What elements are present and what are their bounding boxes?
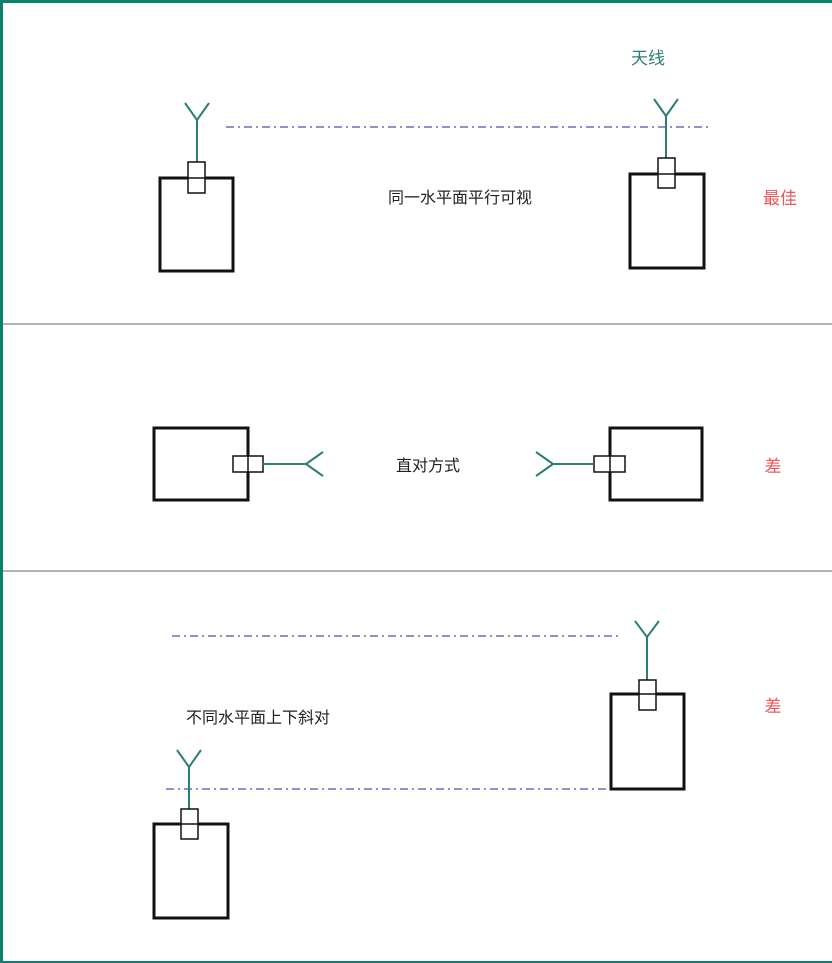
row-2-description: 直对方式 <box>396 456 460 475</box>
row-3-diagonal: 不同水平面上下斜对 差 <box>152 620 782 920</box>
antenna-arm-left <box>184 102 198 121</box>
row-3-rating: 差 <box>765 697 782 717</box>
row-1-rating: 最佳 <box>763 189 797 209</box>
row-1-right-device <box>628 98 706 270</box>
device-body <box>628 172 706 270</box>
row-1-description: 同一水平面平行可视 <box>388 188 532 207</box>
antenna-connector <box>657 157 676 189</box>
antenna-arm-down <box>535 463 554 477</box>
row-3-description: 不同水平面上下斜对 <box>186 708 330 727</box>
antenna-arm-left <box>653 98 667 117</box>
row-1-parallel: 天线 同一水平面平行可视 最佳 <box>158 49 797 273</box>
row-3-right-device <box>609 620 686 791</box>
row-2-right-device <box>535 426 704 502</box>
antenna-arm-up <box>535 451 554 465</box>
antenna-arm-right <box>646 620 660 638</box>
antenna-arm-left <box>176 749 190 768</box>
antenna-arm-up <box>305 451 324 465</box>
antenna-arm-down <box>305 463 324 477</box>
row-2-facing: 直对方式 差 <box>152 426 782 502</box>
row-3-left-device <box>152 749 230 920</box>
antenna-arm-left <box>634 620 648 638</box>
antenna-connector <box>638 679 657 711</box>
antenna-arm-right <box>665 98 679 117</box>
antenna-label: 天线 <box>631 49 665 69</box>
row-2-left-device <box>152 426 324 502</box>
antenna-arm-right <box>188 749 202 768</box>
row-1-left-device <box>158 102 235 273</box>
antenna-arm-right <box>196 102 210 121</box>
row-2-rating: 差 <box>765 457 782 477</box>
